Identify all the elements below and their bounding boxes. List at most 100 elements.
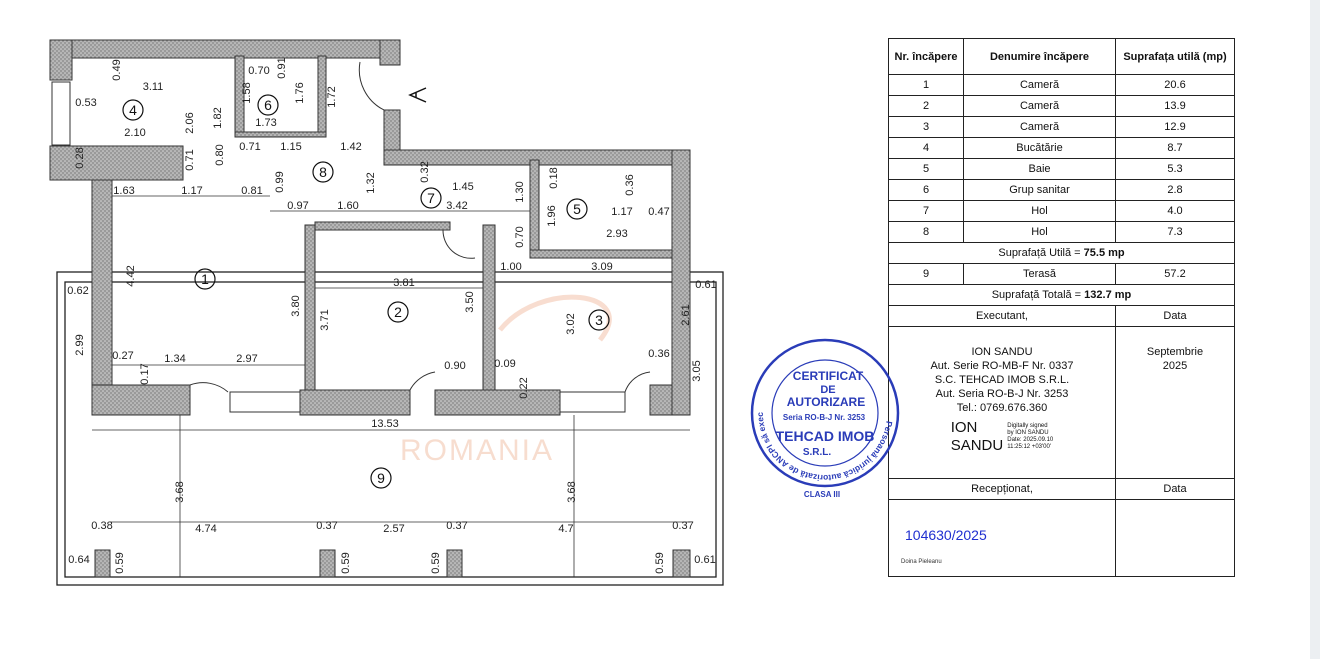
- room-number-5: 5: [573, 201, 581, 217]
- dim-label: 0.37: [672, 520, 693, 532]
- dim-label: 0.64: [68, 554, 89, 566]
- dim-label: 1.32: [365, 172, 377, 193]
- dim-label: 0.37: [446, 520, 467, 532]
- executant-auth: Aut. Serie RO-MB-F Nr. 0337: [930, 360, 1074, 372]
- cell-name: Cameră: [963, 116, 1116, 138]
- dim-label: 1.30: [514, 181, 526, 202]
- cell-area: 12.9: [1115, 116, 1235, 138]
- dim-label: 3.09: [591, 261, 612, 273]
- room-number-9: 9: [377, 470, 385, 486]
- executant-cell: ION SANDU Aut. Serie RO-MB-F Nr. 0337 S.…: [888, 326, 1116, 479]
- date-month: Septembrie: [1146, 346, 1204, 358]
- room-number-8: 8: [319, 164, 327, 180]
- cell-area: 5.3: [1115, 158, 1235, 180]
- data-label: Data: [1115, 305, 1235, 327]
- dim-label: 3.02: [565, 313, 577, 334]
- dim-label: 2.10: [124, 127, 145, 139]
- dim-label: 1.82: [212, 107, 224, 128]
- dim-label: 4.74: [195, 523, 216, 535]
- cell-nr: 3: [888, 116, 964, 138]
- dim-label: 0.91: [276, 57, 288, 78]
- dim-label: 0.59: [654, 552, 666, 573]
- room-number-7: 7: [427, 190, 435, 206]
- dim-label: 1.73: [255, 117, 276, 129]
- room-number-6: 6: [264, 97, 272, 113]
- digital-signature: ION SANDU Digitally signed by ION SANDU …: [889, 419, 1115, 455]
- dim-label: 0.80: [214, 144, 226, 165]
- cell-area: 2.8: [1115, 179, 1235, 201]
- dim-label: 0.61: [695, 279, 716, 291]
- cell-area: 57.2: [1115, 263, 1235, 285]
- walls: [49, 39, 691, 578]
- cell-name: Baie: [963, 158, 1116, 180]
- dim-label: 1.45: [452, 181, 473, 193]
- executant-phone: Tel.: 0769.676.360: [956, 402, 1048, 414]
- executant-label: Executant,: [888, 305, 1116, 327]
- dim-label: 3.71: [319, 309, 331, 330]
- usable-area-value: 75.5 mp: [1083, 247, 1125, 259]
- dim-label: 3.11: [143, 81, 164, 93]
- dim-label: 0.32: [419, 161, 431, 182]
- dim-label: 0.59: [340, 552, 352, 573]
- dim-label: 0.36: [624, 174, 636, 195]
- dim-label: 2.06: [184, 112, 196, 133]
- dim-label: 0.38: [91, 520, 112, 532]
- dim-label: 2.93: [606, 228, 627, 240]
- cell-nr: 6: [888, 179, 964, 201]
- cell-nr: 1: [888, 74, 964, 96]
- cell-name: Terasă: [963, 263, 1116, 285]
- usable-area-row: Suprafață Utilă = 75.5 mp: [888, 242, 1235, 264]
- data-label-2: Data: [1115, 478, 1235, 500]
- dim-label: 2.97: [236, 353, 257, 365]
- dim-label: 0.90: [444, 360, 465, 372]
- registration-number: 104630/2025: [905, 527, 987, 543]
- dim-label: 0.18: [548, 167, 560, 188]
- signature-note: 11:25:12 +03'00': [1007, 444, 1051, 450]
- dim-label: 1.42: [340, 141, 361, 153]
- watermark: ROMANIA: [400, 434, 554, 467]
- dim-label: 3.81: [393, 277, 414, 289]
- dim-label: 0.70: [248, 65, 269, 77]
- dim-label: 0.97: [287, 200, 308, 212]
- total-area-value: 132.7 mp: [1084, 289, 1132, 301]
- dim-label: 3.68: [566, 481, 578, 502]
- reception-cell: 104630/2025 Doina Pieleanu: [888, 499, 1116, 577]
- dim-label: 1.60: [337, 200, 358, 212]
- dim-label: 1.58: [241, 82, 253, 103]
- dim-label: 3.05: [691, 360, 703, 381]
- dimension-lines: [92, 195, 690, 577]
- cell-name: Grup sanitar: [963, 179, 1116, 201]
- reception-date-cell: [1115, 499, 1235, 577]
- page-edge: [1310, 0, 1320, 659]
- dim-label: 0.53: [75, 97, 96, 109]
- dim-label: 1.00: [500, 261, 521, 273]
- dim-label: 0.99: [274, 171, 286, 192]
- dim-label: 1.76: [294, 82, 306, 103]
- dim-label: 13.53: [371, 418, 399, 430]
- cell-nr: 8: [888, 221, 964, 243]
- dim-label: 3.50: [464, 291, 476, 312]
- dim-label: 0.70: [514, 226, 526, 247]
- header-area: Suprafața utilă (mp): [1115, 38, 1235, 75]
- cell-name: Cameră: [963, 74, 1116, 96]
- cell-nr: 7: [888, 200, 964, 222]
- room-number-1: 1: [201, 271, 209, 287]
- cell-nr: 2: [888, 95, 964, 117]
- executant-name: ION SANDU: [971, 346, 1033, 358]
- cell-name: Hol: [963, 221, 1116, 243]
- dim-label: 0.22: [518, 377, 530, 398]
- terrace-outline: [56, 271, 724, 586]
- dim-label: 2.57: [383, 523, 404, 535]
- room-number-4: 4: [129, 102, 137, 118]
- signature-note: Digitally signed: [1007, 423, 1048, 429]
- cell-area: 8.7: [1115, 137, 1235, 159]
- dim-label: 0.49: [111, 59, 123, 80]
- cell-name: Cameră: [963, 95, 1116, 117]
- header-name: Denumire încăpere: [963, 38, 1116, 75]
- cell-nr: 9: [888, 263, 964, 285]
